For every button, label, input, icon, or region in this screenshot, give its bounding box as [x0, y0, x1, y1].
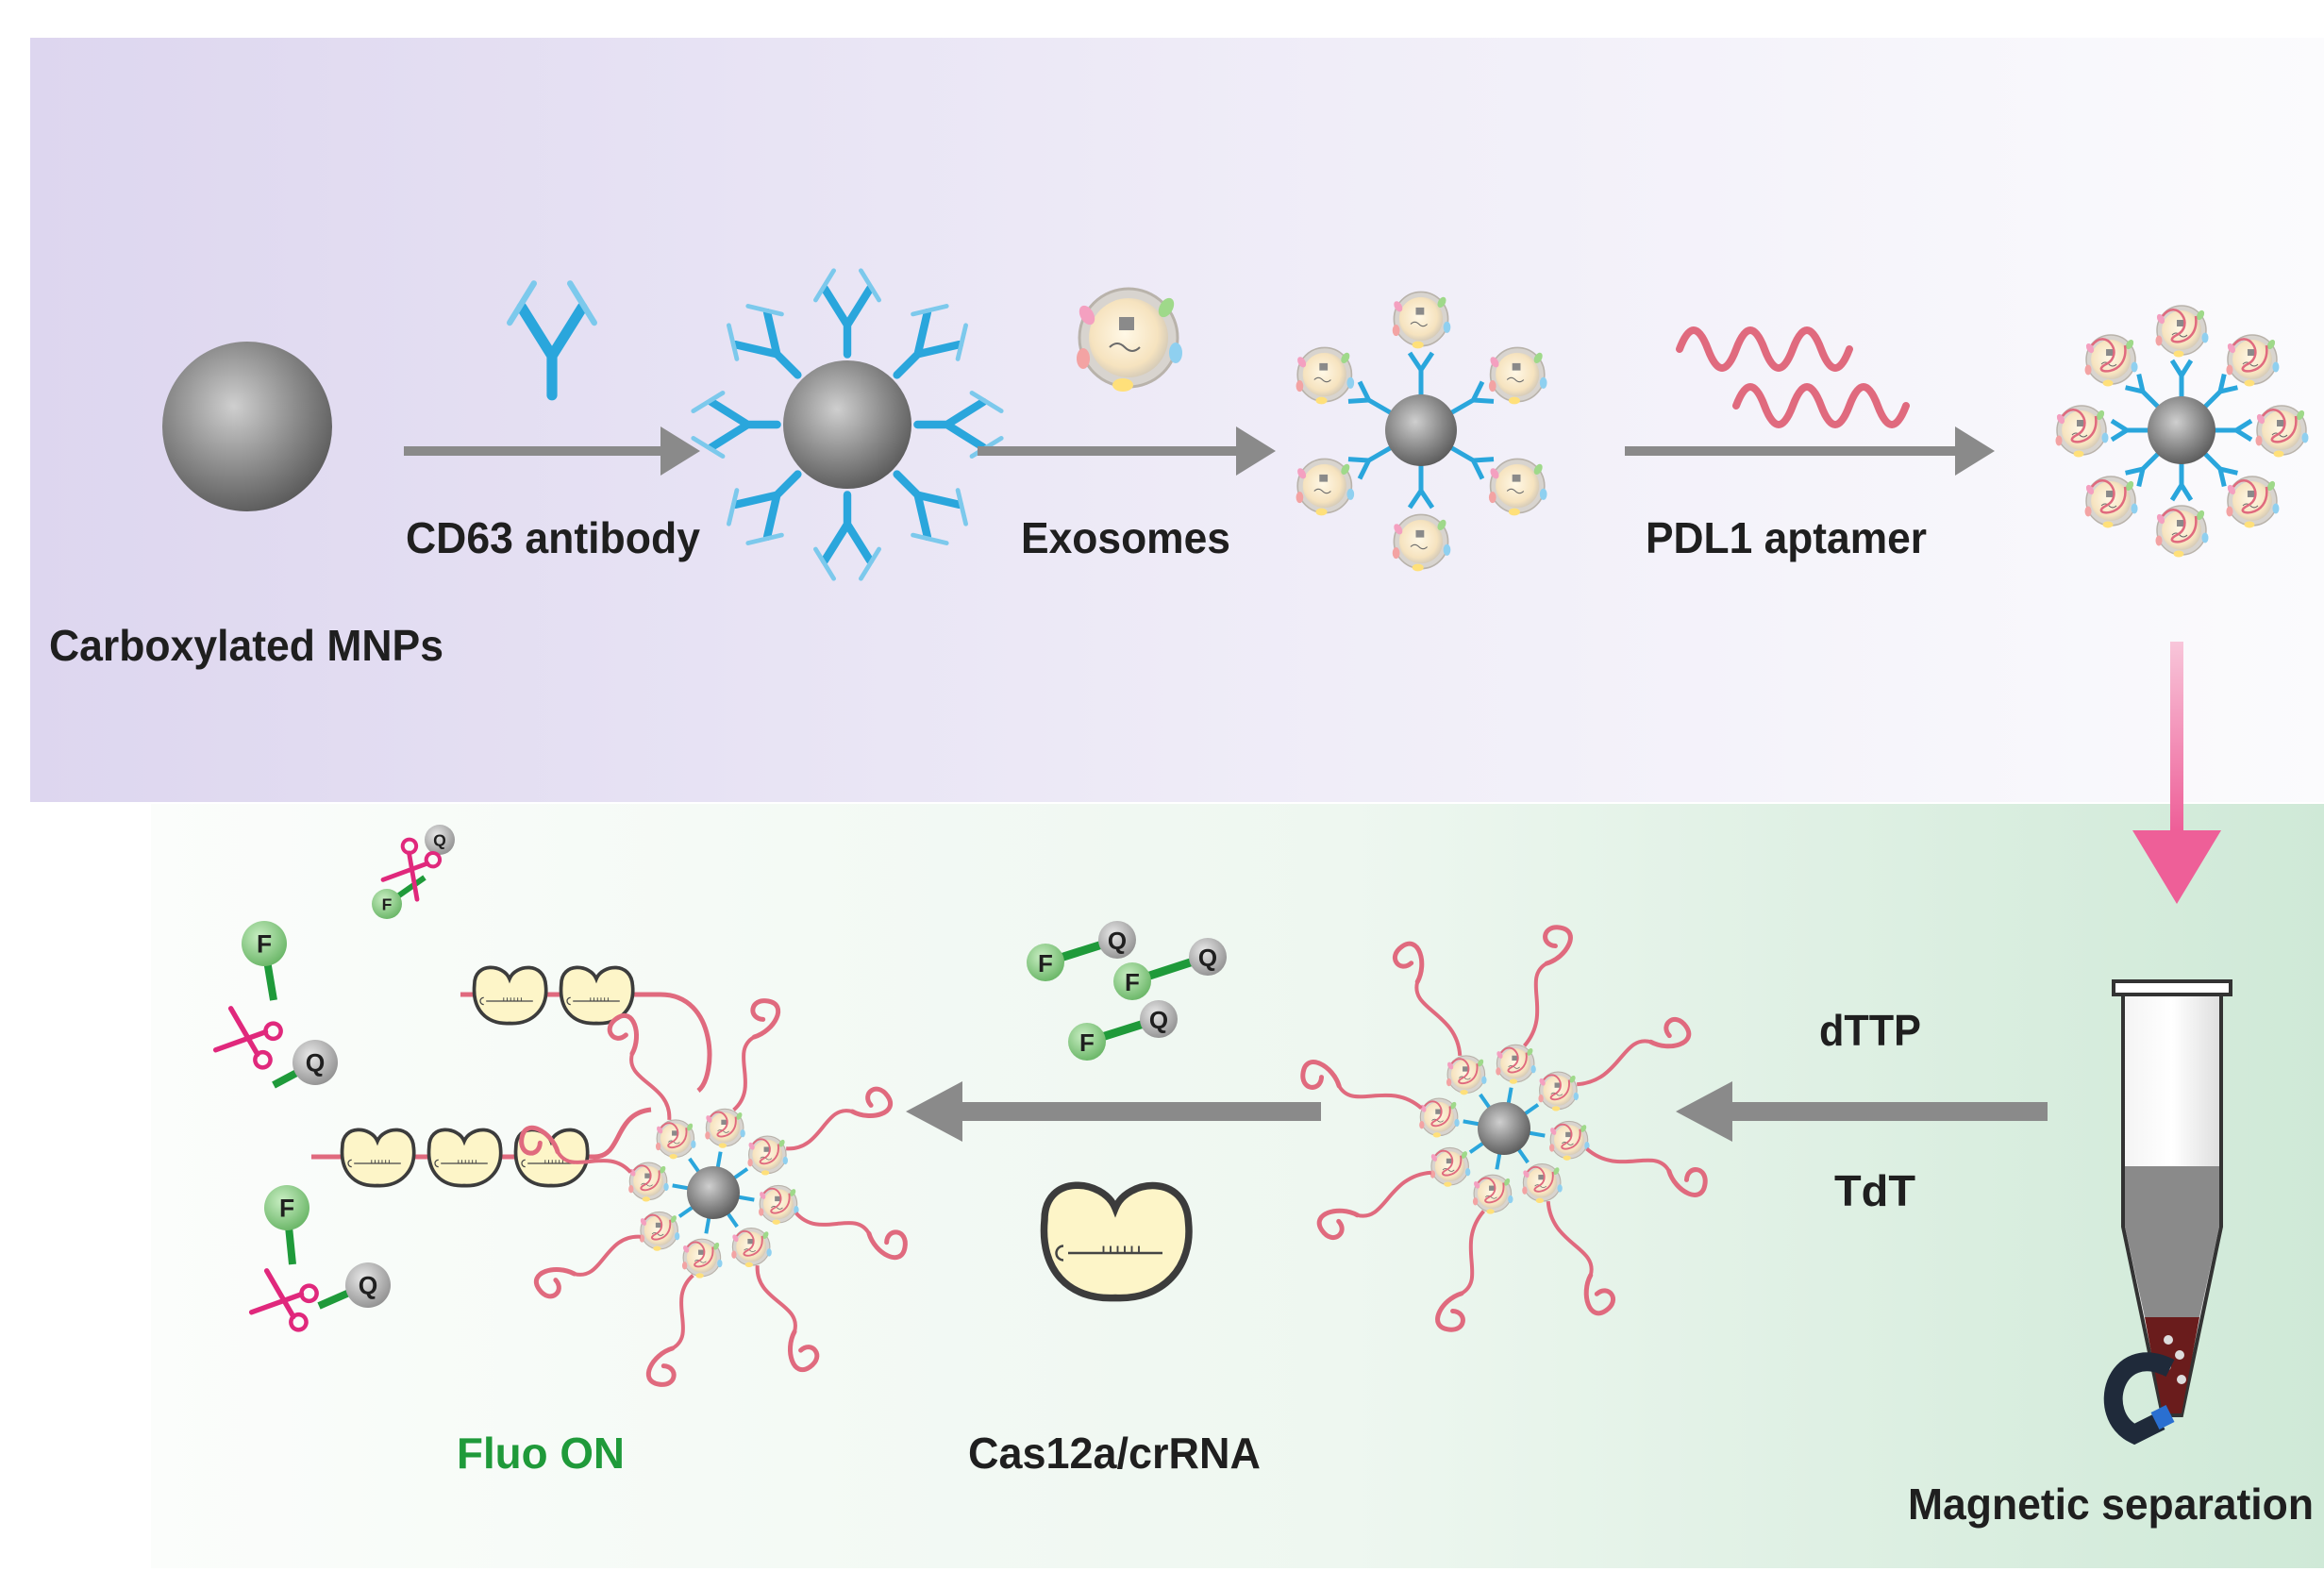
cd63-antibody-label: CD63 antibody [406, 513, 700, 562]
fluorophore-label: F [1079, 1028, 1095, 1057]
exosome-captured-mnp [1295, 291, 1548, 573]
bottom-panel [151, 804, 2324, 1568]
quencher-label: Q [433, 830, 446, 849]
aptamer-icon [1676, 326, 1910, 428]
top-panel [30, 38, 2324, 802]
carboxylated-mnp-icon [162, 342, 332, 511]
fluorophore-label: F [279, 1195, 294, 1223]
magnetic-separation-label: Magnetic separation [1908, 1479, 2314, 1529]
quencher-icon [293, 1040, 338, 1085]
tdt-elongated-complex [1296, 920, 1713, 1337]
cas12a-activated-complex [311, 965, 912, 1392]
cas12a-crrna-label: Cas12a/crRNA [968, 1429, 1261, 1478]
fq-reporter-icon: FQ [1068, 1000, 1178, 1061]
cas12a-protein-icon [1044, 1185, 1189, 1297]
pdl1-aptamer-label: PDL1 aptamer [1646, 513, 1927, 562]
aptamer-bound-complex [2055, 306, 2308, 558]
arrow-3 [1625, 426, 1995, 476]
magnet-icon [2103, 1352, 2175, 1446]
quencher-label: Q [306, 1049, 326, 1078]
cleaved-reporters: F Q F Q F Q [215, 825, 455, 1332]
fq-reporter-icon: FQ [1113, 938, 1227, 1000]
fluo-on-label: Fluo ON [457, 1429, 625, 1478]
quencher-label: Q [359, 1272, 378, 1300]
arrow-2 [978, 426, 1276, 476]
antibody-coated-mnp [694, 271, 1001, 578]
fluorophore-label: F [1038, 949, 1053, 978]
fluorophore-icon [242, 921, 287, 966]
arrow-5 [906, 1081, 1321, 1142]
arrow-4 [1676, 1081, 2048, 1142]
quencher-label: Q [1108, 927, 1127, 955]
dttp-label: dTTP [1819, 1006, 1921, 1055]
fluorophore-label: F [257, 930, 272, 959]
fluorophore-icon [372, 889, 402, 919]
exosomes-label: Exosomes [1021, 513, 1230, 562]
quencher-label: Q [1149, 1006, 1168, 1034]
tdt-label: TdT [1834, 1166, 1915, 1215]
fq-reporter-icon: FQ [1027, 921, 1136, 981]
arrow-1 [404, 426, 700, 476]
fluorophore-label: F [1125, 968, 1140, 996]
carboxylated-mnps-label: Carboxylated MNPs [49, 621, 443, 670]
quencher-icon [345, 1262, 391, 1308]
quencher-label: Q [1198, 944, 1217, 972]
pink-down-arrow [2132, 642, 2221, 904]
quencher-icon [425, 825, 455, 855]
fluorophore-label: F [382, 894, 393, 913]
fluorophore-icon [264, 1185, 309, 1230]
